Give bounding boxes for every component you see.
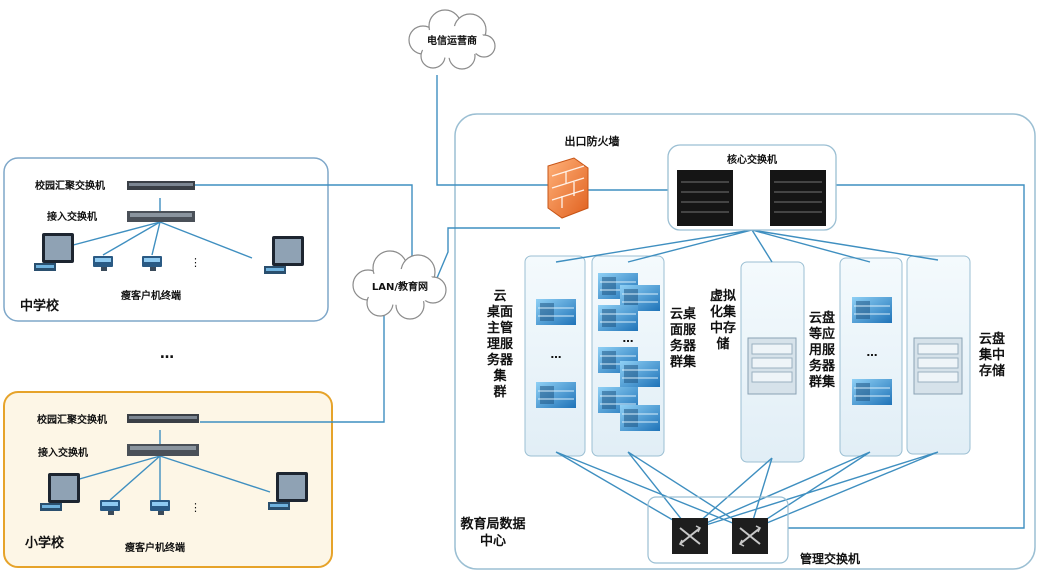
mgmt-switch-icon: [731, 517, 769, 555]
access-switch-icon: [127, 211, 195, 222]
cluster-dots: …: [551, 348, 562, 361]
server-icon: [851, 296, 893, 324]
agg-switch-icon: [127, 181, 195, 190]
mgmt-switch-box: [647, 496, 789, 564]
thin-client-label: 瘦客户机终端: [121, 289, 181, 302]
firewall-label: 出口防火墙: [565, 134, 620, 148]
thin-client-label: 瘦客户机终端: [125, 541, 185, 554]
server-icon: [851, 378, 893, 406]
school-name: 小学校: [25, 535, 65, 551]
cluster-label-2: 云桌面服务器群集: [670, 306, 697, 370]
middle-school-panel: [3, 157, 329, 322]
core-switch-label: 核心交换机: [727, 153, 777, 166]
cloud-lan: [352, 250, 447, 320]
cluster-dots: …: [623, 332, 634, 345]
cloud-isp: [408, 9, 496, 70]
storage-icon: [747, 337, 797, 395]
cloud-isp-label: 电信运营商: [427, 34, 477, 47]
agg-switch-label: 校园汇聚交换机: [35, 179, 105, 192]
agg-switch-icon: [127, 414, 199, 423]
cluster-label-3: 虚拟化集中存储: [710, 288, 737, 352]
connection-lines: [61, 75, 1025, 531]
access-switch-icon: [127, 444, 199, 456]
server-icon: [597, 304, 639, 332]
core-switch-icon: [769, 169, 827, 227]
mgmt-switch-icon: [671, 517, 709, 555]
datacenter-label: 教育局数据中心: [459, 516, 525, 549]
ellipsis: …: [160, 346, 174, 362]
core-switch-icon: [676, 169, 734, 227]
storage-icon: [913, 337, 963, 395]
server-icon: [535, 298, 577, 326]
mgmt-switch-label: 管理交换机: [800, 551, 860, 566]
access-switch-label: 接入交换机: [47, 210, 97, 223]
agg-switch-label: 校园汇聚交换机: [37, 413, 107, 426]
cluster-dots: …: [867, 346, 878, 359]
access-switch-label: 接入交换机: [38, 446, 88, 459]
cluster-label-1: 云桌面主管理服务器集群: [487, 289, 514, 400]
cloud-lan-label: LAN/教育网: [372, 280, 428, 293]
server-icon: [619, 360, 661, 388]
school-name: 中学校: [20, 298, 60, 314]
server-icon: [535, 381, 577, 409]
dots: ⋮: [190, 501, 201, 514]
dots: ⋮: [190, 256, 201, 269]
primary-school-panel: [3, 391, 333, 568]
cluster-label-5: 云盘集中存储: [978, 331, 1005, 379]
server-icon: [619, 404, 661, 432]
cluster-label-4: 云盘等应用服务器群集: [808, 310, 836, 390]
firewall-icon: [547, 157, 589, 219]
